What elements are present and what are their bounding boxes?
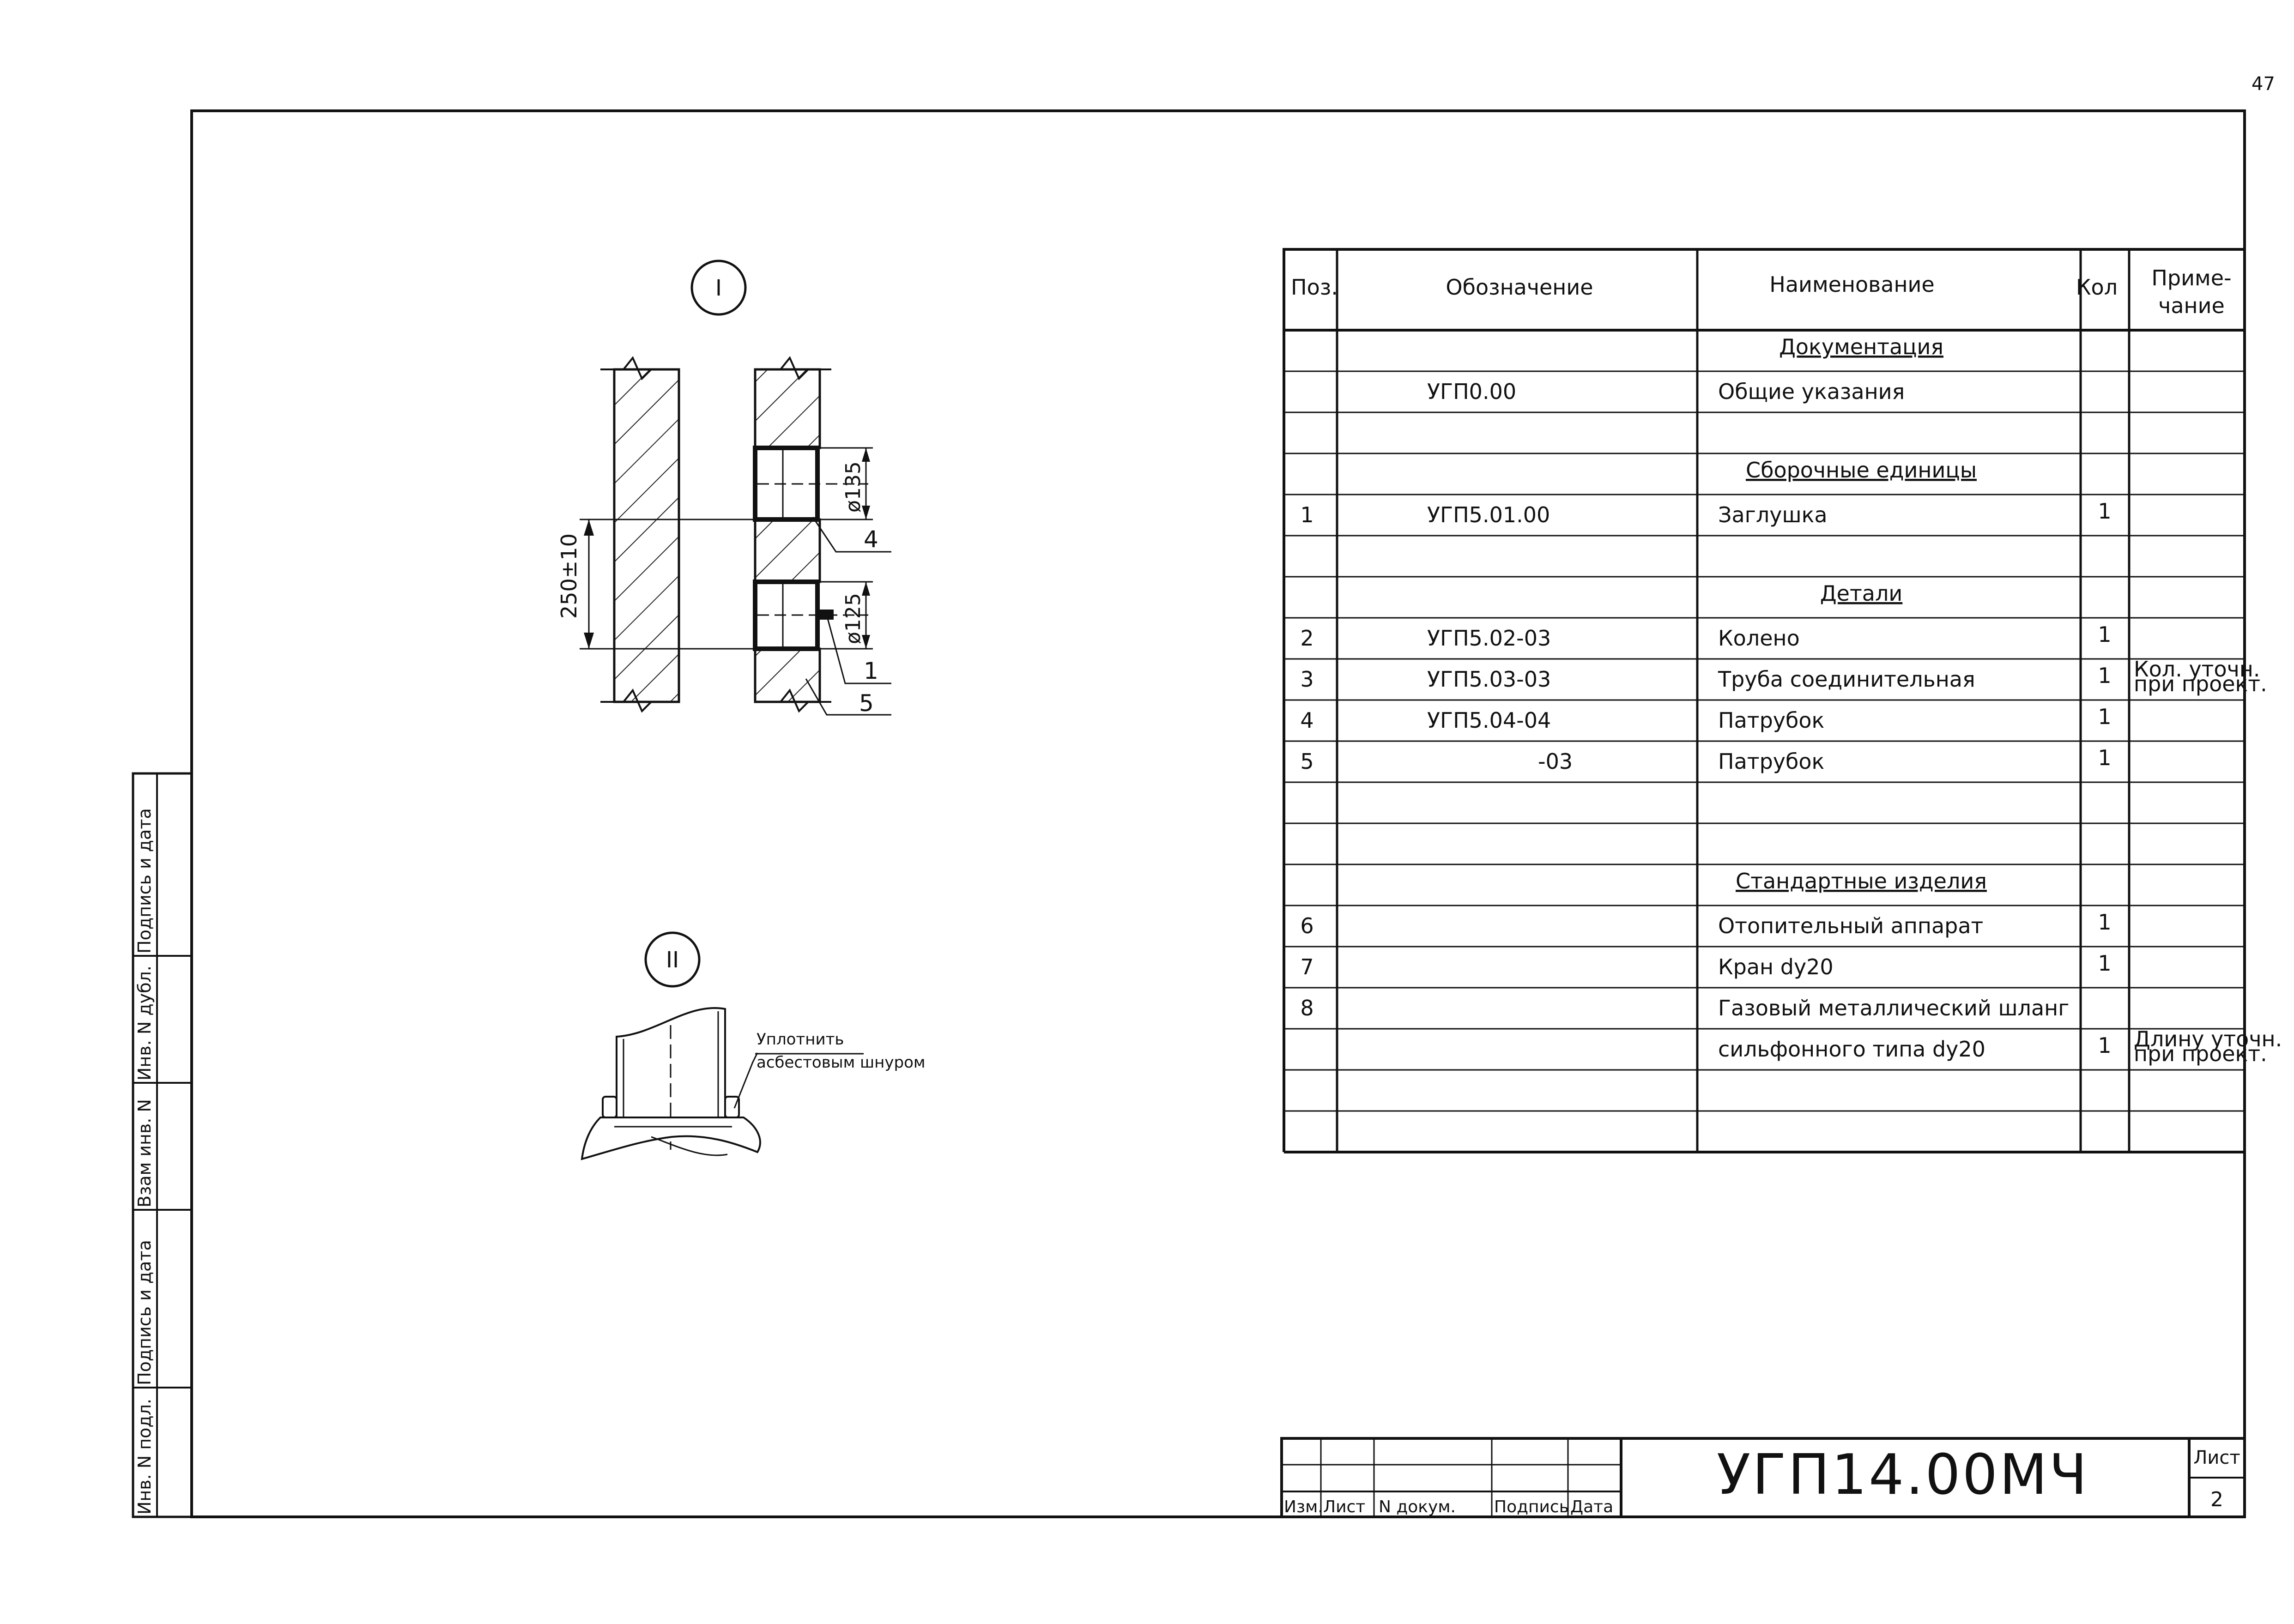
stamp-inv-podl: Инв. N подл.: [134, 1399, 155, 1515]
detail-1-marker: [690, 260, 747, 316]
row-pos: 7: [1300, 954, 1313, 979]
row-section-title: Сборочные единицы: [1746, 458, 1977, 483]
table-row: 7 Кран dy20 1: [1300, 951, 2111, 979]
table-row: Стандартные изделия: [1736, 869, 1987, 894]
row-qty: 1: [2098, 622, 2111, 647]
header-designation: Обозначение: [1446, 275, 1593, 300]
table-row: УГП0.00 Общие указания: [1427, 379, 1905, 404]
table-row: 5 -03 Патрубок 1: [1300, 745, 2111, 774]
table-row: 2 УГП5.02-03 Колено 1: [1300, 622, 2111, 651]
row-designation: УГП5.03-03: [1427, 667, 1551, 692]
table-row: 8 Газовый металлический шланг: [1300, 996, 2069, 1020]
callout-1: 1: [864, 658, 878, 684]
table-row: Детали: [1820, 581, 1903, 606]
row-pos: 3: [1300, 667, 1313, 692]
row-qty: 1: [2098, 910, 2111, 935]
tb-col-sign: Подпись: [1494, 1497, 1569, 1516]
row-pos: 6: [1300, 913, 1313, 938]
row-name: Колено: [1718, 626, 1800, 651]
row-designation: УГП5.04-04: [1427, 708, 1551, 733]
detail-2-drawing: II Уплотнить асбестовым шнуром: [581, 931, 926, 1160]
tb-col-izm: Изм.: [1284, 1497, 1323, 1516]
row-note-line-1: Длину уточн.: [2134, 1026, 2282, 1051]
row-note-line-2: при проект.: [2134, 671, 2267, 696]
row-qty: 1: [2098, 704, 2111, 729]
header-note-1: Приме-: [2151, 266, 2231, 290]
row-pos: 2: [1300, 626, 1313, 651]
callout-5: 5: [859, 690, 874, 717]
row-name: Кран dy20: [1718, 954, 1834, 979]
tb-col-doc: N докум.: [1379, 1497, 1456, 1516]
table-row: 4 УГП5.04-04 Патрубок 1: [1300, 704, 2111, 733]
specification-table: Поз. Обозначение Наименование Кол Приме-…: [1283, 248, 2282, 1153]
row-pos: 8: [1300, 996, 1313, 1020]
table-row: 6 Отопительный аппарат 1: [1300, 910, 2111, 938]
dim-lower-diameter: ø125: [841, 593, 865, 644]
row-note-line-1: Кол. уточн.: [2134, 657, 2260, 682]
row-designation: УГП5.02-03: [1427, 626, 1551, 651]
row-name: Заглушка: [1718, 502, 1828, 527]
callout-4: 4: [864, 526, 878, 553]
row-section-title: Документация: [1779, 334, 1943, 359]
detail-2-marker: [644, 931, 701, 988]
dim-upper-diameter: ø135: [841, 461, 865, 513]
row-name: Труба соединительная: [1718, 667, 1975, 692]
row-qty: 1: [2098, 745, 2111, 770]
stamp-sign-date-1: Подпись и дата: [134, 1240, 155, 1385]
row-section-title: Детали: [1820, 581, 1903, 606]
row-name: Патрубок: [1718, 708, 1824, 733]
row-qty: 1: [2098, 951, 2111, 976]
header-pos: Поз.: [1291, 275, 1338, 300]
row-name: Отопительный аппарат: [1718, 913, 1983, 938]
header-name: Наименование: [1769, 272, 1934, 297]
row-pos: 5: [1300, 749, 1313, 774]
row-qty: 1: [2098, 1033, 2111, 1058]
stamp-vzam-inv: Взам инв. N: [134, 1099, 155, 1207]
row-qty: 1: [2098, 499, 2111, 524]
tb-col-date: Дата: [1570, 1497, 1613, 1516]
table-row: Сборочные единицы: [1746, 458, 1977, 483]
detail-2-note-line-2: асбестовым шнуром: [757, 1053, 926, 1072]
tb-sheet-number: 2: [2210, 1488, 2223, 1511]
side-stamp: Инв. N подл. Подпись и дата Взам инв. N …: [132, 772, 193, 1518]
title-block: Изм. Лист N докум. Подпись Дата УГП14.00…: [1280, 1437, 2246, 1518]
row-designation: УГП0.00: [1427, 379, 1516, 404]
tb-col-list: Лист: [1323, 1497, 1365, 1516]
tb-designation: УГП14.00МЧ: [1717, 1443, 2089, 1507]
table-row: сильфонного типа dy20 1 Длину уточн.при пр…: [1718, 1026, 2282, 1066]
page-number: 47: [2252, 73, 2275, 95]
row-note-line-2: при проект.: [2134, 1041, 2267, 1066]
row-designation: УГП5.01.00: [1427, 502, 1550, 527]
detail-2-note-line-1: Уплотнить: [757, 1030, 844, 1049]
header-qty: Кол: [2076, 275, 2118, 300]
table-row: 3 УГП5.03-03 Труба соединительная 1 Кол. уто…: [1300, 657, 2267, 696]
dim-pitch: 250±10: [557, 533, 581, 619]
row-pos: 4: [1300, 708, 1313, 733]
row-name: Патрубок: [1718, 749, 1824, 774]
header-note-2: чание: [2158, 293, 2225, 318]
row-name: сильфонного типа dy20: [1718, 1037, 1985, 1062]
row-name: Газовый металлический шланг: [1718, 996, 2069, 1020]
table-row: 1 УГП5.01.00 Заглушка 1: [1300, 499, 2111, 527]
row-name: Общие указания: [1718, 379, 1905, 404]
row-qty: 1: [2098, 663, 2111, 688]
detail-1-drawing: I 250±10 ø135: [557, 260, 891, 717]
detail-1-label: I: [715, 275, 722, 301]
table-row: Документация: [1779, 334, 1943, 359]
stamp-inv-dubl: Инв. N дубл.: [134, 966, 155, 1081]
drawing-frame: [190, 109, 2246, 1518]
row-designation: -03: [1538, 749, 1573, 774]
row-section-title: Стандартные изделия: [1736, 869, 1987, 894]
stamp-sign-date-2: Подпись и дата: [134, 808, 155, 954]
tb-sheet-label: Лист: [2193, 1447, 2240, 1468]
row-pos: 1: [1300, 502, 1313, 527]
detail-2-label: II: [666, 947, 679, 973]
